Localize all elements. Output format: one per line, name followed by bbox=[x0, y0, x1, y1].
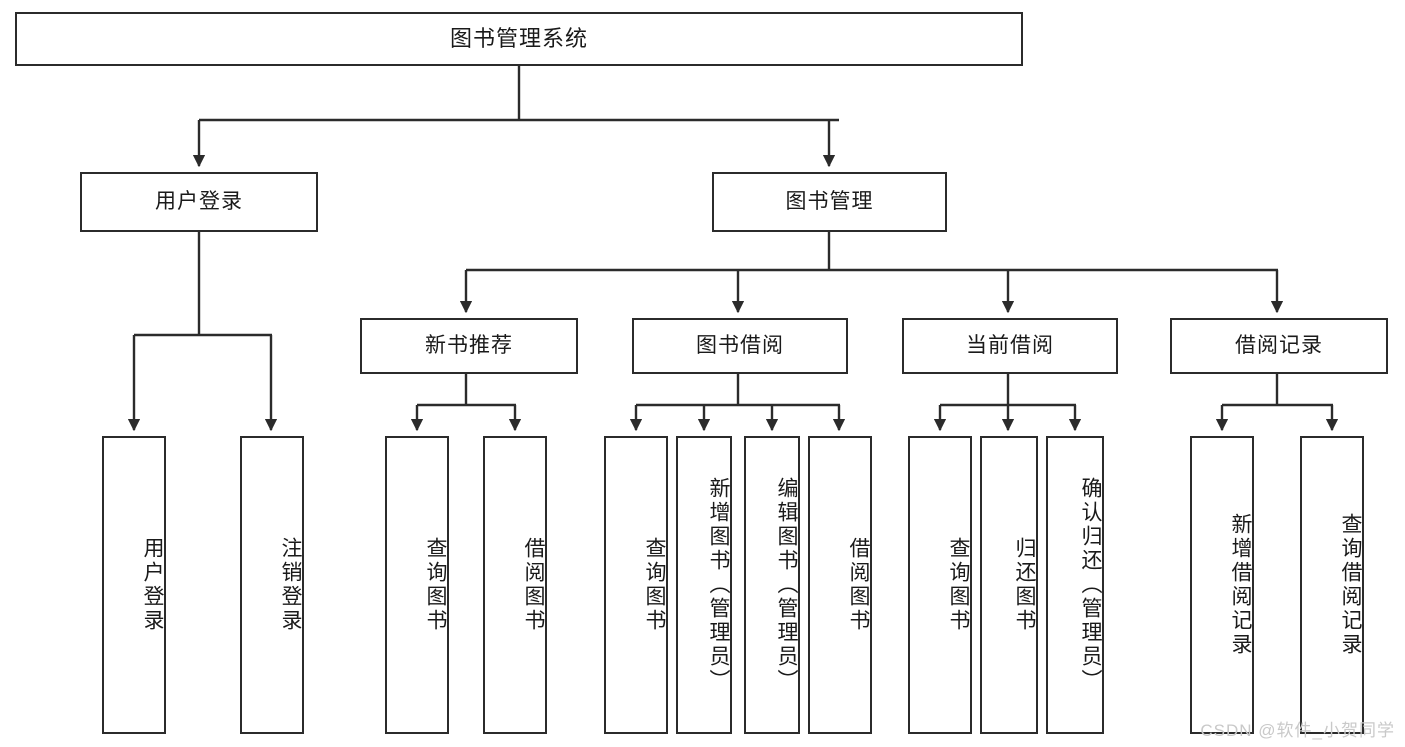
node-book-borrowing-label: 图书借阅 bbox=[696, 334, 784, 358]
node-borrowing-records[interactable]: 借阅记录 bbox=[1170, 318, 1388, 374]
node-leaf-borrow-books-label: 借阅图书 bbox=[847, 537, 870, 633]
node-leaf-return-books[interactable]: 归还图书 bbox=[980, 436, 1038, 734]
node-leaf-add-book-admin-label: 新增图书（管理员） bbox=[707, 477, 730, 693]
node-leaf-query-books-borrow[interactable]: 查询图书 bbox=[604, 436, 668, 734]
node-leaf-add-borrow-record[interactable]: 新增借阅记录 bbox=[1190, 436, 1254, 734]
node-leaf-query-books-current[interactable]: 查询图书 bbox=[908, 436, 972, 734]
node-user-login-label: 用户登录 bbox=[155, 190, 243, 214]
node-user-login[interactable]: 用户登录 bbox=[80, 172, 318, 232]
node-leaf-logout[interactable]: 注销登录 bbox=[240, 436, 304, 734]
node-leaf-query-books-new-label: 查询图书 bbox=[424, 537, 447, 633]
node-new-book-recommendation-label: 新书推荐 bbox=[425, 334, 513, 358]
node-leaf-query-books-new[interactable]: 查询图书 bbox=[385, 436, 449, 734]
node-leaf-confirm-return-admin[interactable]: 确认归还（管理员） bbox=[1046, 436, 1104, 734]
node-leaf-borrow-books-new[interactable]: 借阅图书 bbox=[483, 436, 547, 734]
node-leaf-borrow-books-new-label: 借阅图书 bbox=[522, 537, 545, 633]
node-current-borrowing[interactable]: 当前借阅 bbox=[902, 318, 1118, 374]
node-leaf-query-books-borrow-label: 查询图书 bbox=[643, 537, 666, 633]
watermark-text: CSDN @软件_小贺同学 bbox=[1200, 721, 1395, 740]
node-root-label: 图书管理系统 bbox=[449, 25, 588, 51]
node-borrowing-records-label: 借阅记录 bbox=[1235, 334, 1323, 358]
node-leaf-user-login[interactable]: 用户登录 bbox=[102, 436, 166, 734]
node-leaf-add-book-admin[interactable]: 新增图书（管理员） bbox=[676, 436, 732, 734]
node-book-management-label: 图书管理 bbox=[785, 190, 874, 214]
node-leaf-add-borrow-record-label: 新增借阅记录 bbox=[1229, 513, 1252, 657]
node-current-borrowing-label: 当前借阅 bbox=[966, 334, 1054, 358]
node-leaf-user-login-label: 用户登录 bbox=[141, 537, 164, 633]
node-leaf-query-borrow-record[interactable]: 查询借阅记录 bbox=[1300, 436, 1364, 734]
node-book-management[interactable]: 图书管理 bbox=[712, 172, 947, 232]
node-leaf-confirm-return-admin-label: 确认归还（管理员） bbox=[1079, 477, 1102, 693]
node-new-book-recommendation[interactable]: 新书推荐 bbox=[360, 318, 578, 374]
node-leaf-query-books-current-label: 查询图书 bbox=[947, 537, 970, 633]
node-leaf-edit-book-admin[interactable]: 编辑图书（管理员） bbox=[744, 436, 800, 734]
node-book-borrowing[interactable]: 图书借阅 bbox=[632, 318, 848, 374]
node-leaf-borrow-books[interactable]: 借阅图书 bbox=[808, 436, 872, 734]
node-leaf-query-borrow-record-label: 查询借阅记录 bbox=[1339, 513, 1362, 657]
node-leaf-logout-label: 注销登录 bbox=[279, 537, 302, 633]
node-root-book-management-system[interactable]: 图书管理系统 bbox=[15, 12, 1023, 66]
node-leaf-return-books-label: 归还图书 bbox=[1013, 537, 1036, 633]
node-leaf-edit-book-admin-label: 编辑图书（管理员） bbox=[775, 477, 798, 693]
